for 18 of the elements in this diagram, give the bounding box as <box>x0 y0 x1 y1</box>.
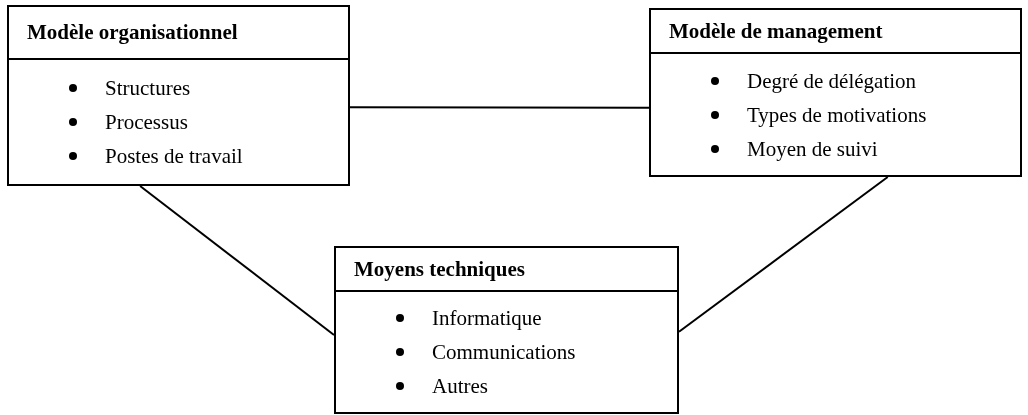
box-heading: Moyens techniques <box>354 255 525 283</box>
connector-line <box>349 106 650 109</box>
list-item: Postes de travail <box>105 143 243 170</box>
list-item: Structures <box>105 75 191 102</box>
category-box <box>334 246 679 414</box>
box-heading: Modèle organisationnel <box>27 19 238 46</box>
list-item: Processus <box>105 109 188 136</box>
category-box <box>7 5 350 186</box>
list-item: Autres <box>432 373 488 400</box>
connector-line <box>678 176 889 333</box>
box-heading: Modèle de management <box>669 17 883 45</box>
list-item: Communications <box>432 339 576 366</box>
connector-line <box>139 185 335 337</box>
category-box <box>649 8 1022 177</box>
list-item: Degré de délégation <box>747 67 917 95</box>
list-item: Informatique <box>432 305 542 332</box>
list-item: Moyen de suivi <box>747 135 878 163</box>
list-item: Types de motivations <box>747 101 927 129</box>
